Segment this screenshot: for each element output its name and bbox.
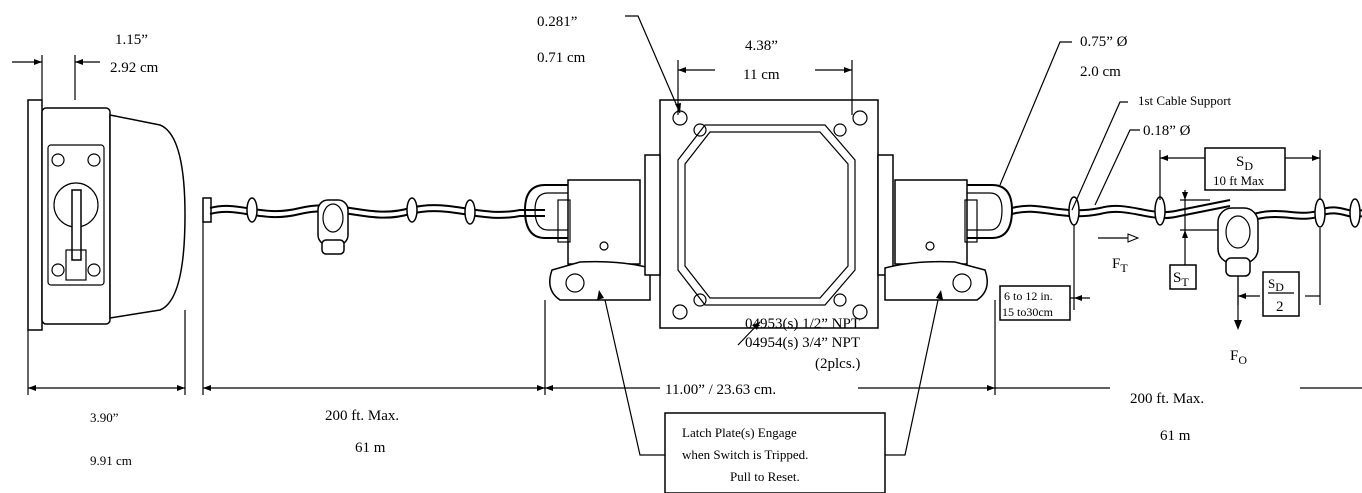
- first-support-in: 6 to 12 in.: [1004, 289, 1053, 303]
- left-cable: [202, 197, 545, 395]
- conduit-dia-in: 0.75” Ø: [1080, 34, 1128, 50]
- span-right-m: 61 m: [1160, 428, 1191, 444]
- sd-box: [1204, 147, 1286, 191]
- labels: 1.15” 2.92 cm 0.281” 0.71 cm 4.38” 11 cm…: [90, 14, 1300, 493]
- center-switch: [523, 15, 1072, 456]
- latch-line-1: Latch Plate(s) Engage: [682, 425, 797, 440]
- st-label: ST: [1173, 270, 1189, 289]
- top-width-in: 4.38”: [745, 38, 778, 54]
- depth-in: 3.90”: [90, 410, 119, 425]
- latch-plate-note-box: [664, 412, 886, 493]
- first-support-cm: 15 to30cm: [1002, 305, 1054, 319]
- side-view: [12, 55, 186, 395]
- span-left-m: 61 m: [355, 440, 386, 456]
- span-right-ft: 200 ft. Max.: [1130, 391, 1204, 407]
- sd-label: SD: [1236, 154, 1253, 173]
- npt-line-2: 04954(s) 3/4” NPT: [745, 335, 860, 351]
- latch-line-3: Pull to Reset.: [730, 469, 800, 484]
- side-width-in: 1.15”: [115, 32, 148, 48]
- overall-dim: 11.00” / 23.63 cm.: [665, 382, 776, 398]
- span-left-ft: 200 ft. Max.: [325, 408, 399, 424]
- top-width-cm: 11 cm: [743, 67, 780, 83]
- hole-dia-in: 0.281”: [537, 14, 577, 30]
- side-width-cm: 2.92 cm: [110, 60, 159, 76]
- first-support-box: [999, 285, 1071, 321]
- conduit-dia-cm: 2.0 cm: [1080, 64, 1121, 80]
- sd-half-den: 2: [1276, 299, 1284, 315]
- npt-line-1: 04953(s) 1/2” NPT: [745, 316, 860, 332]
- sd-half-box: [1262, 271, 1300, 317]
- depth-cm: 9.91 cm: [90, 453, 132, 468]
- hole-dia-cm: 0.71 cm: [537, 50, 586, 66]
- fo-label: FO: [1230, 348, 1247, 367]
- npt-line-3: (2plcs.): [815, 356, 860, 372]
- cable-dia-label: 0.18” Ø: [1143, 123, 1191, 139]
- sd-max-text: 10 ft Max: [1213, 173, 1265, 188]
- st-box: [1169, 264, 1197, 290]
- sd-half-num: SD: [1268, 276, 1284, 294]
- right-cable: [995, 101, 1362, 389]
- first-cable-support-label: 1st Cable Support: [1138, 93, 1232, 108]
- latch-line-2: when Switch is Tripped.: [682, 447, 808, 462]
- ft-label: FT: [1112, 256, 1128, 275]
